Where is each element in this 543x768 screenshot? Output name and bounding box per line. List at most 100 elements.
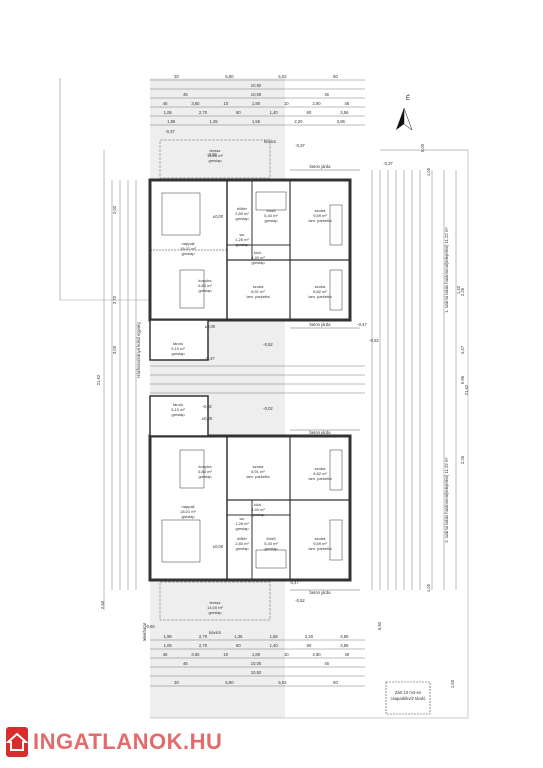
unit2-room-area: 5,40 m²: [264, 541, 278, 546]
level-mark: -0,02: [202, 404, 212, 409]
unit2-room-floor: greslap: [235, 546, 249, 551]
bottom-dim-label: 60: [333, 680, 338, 685]
bottom-dim-label: 3,58: [340, 643, 349, 648]
terrace-top: [159, 139, 271, 179]
unit2-room-name: szoba: [315, 466, 326, 471]
top-dim-label: 3,86: [337, 119, 346, 124]
top-dim-label: 10,92: [251, 83, 262, 88]
unit2-room-floor: lam. parketta: [246, 474, 270, 479]
level-mark: -0,52: [263, 342, 273, 347]
unit2-room-name: közl.: [254, 502, 262, 507]
unit1-room-name: terasz: [210, 148, 221, 153]
top-dim-label: 30: [174, 74, 179, 79]
house-icon: [6, 727, 28, 757]
unit1-room-area: 18,01 m²: [180, 246, 196, 251]
bottom-dim-label: 5,90: [225, 680, 234, 685]
logo-text: INGATLANOK.HU: [33, 729, 223, 754]
top-dim-label: 60: [307, 110, 312, 115]
top-dim-label: 10,00: [251, 92, 262, 97]
top-dim-label: 60: [333, 74, 338, 79]
top-dim-label: 1,80: [252, 101, 261, 106]
right-dimensions: [371, 149, 468, 590]
top-dim-label: 1,35: [210, 119, 219, 124]
bottom-dim-label: 46: [183, 661, 188, 666]
level-mark: -0,52: [369, 338, 379, 343]
unit2-room-name: előtér: [237, 536, 248, 541]
level-mark: -0,52: [295, 598, 305, 603]
level-mark: -0,47: [289, 580, 299, 585]
unit2-room-area: 8,91 m²: [251, 469, 265, 474]
unit1-room-name: wc: [240, 232, 245, 237]
bottom-dim-label: 2,70: [199, 634, 208, 639]
level-mark: -0,47: [205, 356, 215, 361]
unit1-room-name: tároló: [173, 341, 184, 346]
unit2-room-floor: lam. parketta: [308, 546, 332, 551]
north-label: É: [406, 95, 410, 102]
unit1-room-floor: greslap: [264, 218, 278, 223]
bottom-dim-label: 2,70: [199, 643, 208, 648]
unit2-room-area: 14,00 m²: [207, 605, 223, 610]
right-dim-label: 1,40: [456, 285, 461, 294]
unit2-room-name: tároló: [173, 402, 184, 407]
top-dim-label: 1,55: [252, 119, 261, 124]
unit1-room-area: 2,80 m²: [235, 211, 249, 216]
top-dim-label: 10: [223, 101, 228, 106]
tank-label: Zárt 10 m3-es: [395, 690, 421, 695]
bottom-dim-label: 10: [223, 652, 228, 657]
unit1-room-name: szoba: [315, 208, 326, 213]
level-mark: ±0,00: [205, 324, 216, 329]
level-mark: -0,02: [263, 406, 273, 411]
unit1-room-floor: greslap: [181, 251, 195, 256]
kavics-top-label: kavics: [264, 139, 276, 144]
unit1-room-area: 1,26 m²: [235, 237, 249, 242]
top-dim-label: 3,60: [191, 101, 200, 106]
unit2-room-floor: greslap: [235, 526, 249, 531]
unit1-room-floor: lam. parketta: [308, 218, 332, 223]
right-dim-label: 5,90: [377, 621, 382, 630]
bottom-dim-label: 46: [163, 652, 168, 657]
top-dim-label: 1,40: [270, 110, 279, 115]
unit1-room-floor: greslap: [235, 216, 249, 221]
unit2-room-name: konyha: [199, 464, 213, 469]
storage-top: [149, 319, 209, 361]
right-dim-label: 2,26: [460, 287, 465, 296]
left-dimensions: [103, 150, 137, 610]
kavics-bottom-label: kavics: [209, 630, 221, 635]
unit1-room-name: fürdő: [266, 208, 276, 213]
unit2-room-area: 2,80 m²: [235, 541, 249, 546]
terrace-bottom: [159, 581, 271, 621]
storage-bottom: [149, 395, 209, 437]
unit2-room-name: fürdő: [266, 536, 276, 541]
unit2-room-name: wc: [240, 516, 245, 521]
unit1-room-name: szoba: [315, 284, 326, 289]
unit1-room-area: 14,00 m²: [207, 153, 223, 158]
unit2-room-name: szoba: [253, 464, 264, 469]
top-dim-label: 2,70: [199, 110, 208, 115]
unit1-room-name: közl.: [254, 250, 262, 255]
left-dim-label: 2,00: [112, 205, 117, 214]
top-dim-label: 60: [236, 110, 241, 115]
left-dim-label: 21,62: [96, 374, 101, 385]
top-dim-label: 1,06: [164, 110, 173, 115]
unit1-room-name: előtér: [237, 206, 248, 211]
unit2-room-name: nappali: [182, 504, 195, 509]
bottom-dim-label: 1,06: [164, 643, 173, 648]
unit2-room-area: 1,26 m²: [235, 521, 249, 526]
unit2-room-floor: greslap: [171, 412, 185, 417]
top-dim-label: 2,20: [294, 119, 303, 124]
unit2-room-floor: greslap: [208, 610, 222, 615]
top-dim-label: 5,02: [278, 74, 287, 79]
unit2-room-floor: greslap: [198, 474, 212, 479]
top-dim-label: 46: [345, 101, 350, 106]
unit2-room-area: 18,01 m²: [180, 509, 196, 514]
top-dim-label: 2,90: [312, 101, 321, 106]
top-dim-label: 10: [284, 101, 289, 106]
top-dimensions: [150, 79, 365, 126]
bottom-dim-label: 1,35: [234, 634, 243, 639]
unit2-room-area: 6,83 m²: [198, 469, 212, 474]
level-mark: -0,60: [145, 624, 155, 629]
unit2-room-area: 8,82 m²: [313, 471, 327, 476]
unit1-room-floor: greslap: [198, 288, 212, 293]
beton-jarda-label: beton járda: [310, 322, 332, 327]
